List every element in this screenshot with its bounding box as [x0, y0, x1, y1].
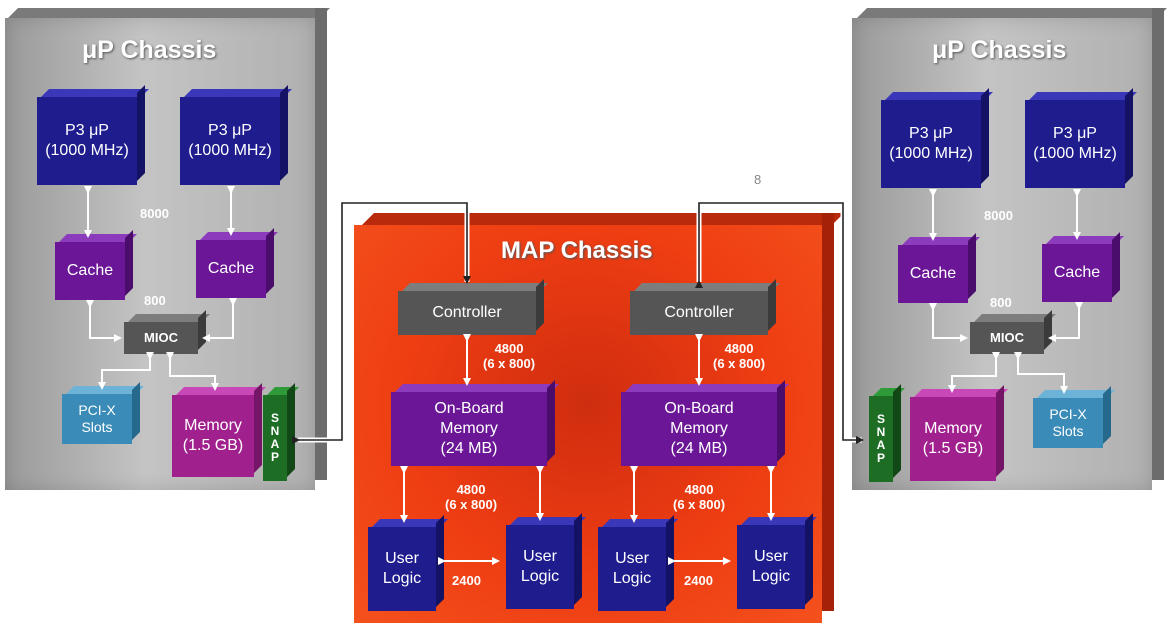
- processor-name: P3 μP: [909, 125, 953, 142]
- left-chassis-title: μP Chassis: [82, 36, 217, 64]
- bw-detail: (6 x 800): [445, 497, 498, 512]
- cable-right-casing: [696, 200, 862, 443]
- bw-value: 4800: [456, 482, 486, 497]
- right-chassis-title: μP Chassis: [932, 36, 1067, 64]
- left-pcix-slots: PCI-X Slots: [62, 394, 132, 444]
- slots-label: Slots: [1052, 423, 1084, 439]
- map-left-bw-logic: 2400: [452, 573, 481, 588]
- logic-line-1: User: [523, 548, 557, 565]
- bw-detail: (6 x 800): [483, 356, 536, 371]
- arrow-right-cache2-mioc: [1048, 302, 1083, 342]
- map-left-user-logic-1: User Logic: [368, 527, 436, 611]
- slots-label: Slots: [81, 419, 113, 435]
- cable-right-controller-snap: [695, 202, 864, 444]
- map-right-user-logic-2: User Logic: [737, 525, 805, 609]
- right-pcix-slots: PCI-X Slots: [1033, 398, 1103, 448]
- cache-label: Cache: [1053, 264, 1101, 281]
- memory-label: Memory: [924, 420, 982, 437]
- pcix-label: PCI-X: [78, 402, 116, 418]
- right-chassis-side: [1152, 8, 1164, 480]
- right-bw-cache-mioc: 800: [990, 295, 1012, 310]
- stray-label: 8: [754, 172, 762, 187]
- memory-size: (24 MB): [440, 440, 498, 457]
- processor-speed: (1000 MHz): [889, 145, 973, 162]
- logic-line-2: Logic: [520, 568, 560, 585]
- left-bw-proc-cache: 8000: [140, 206, 169, 221]
- memory-size: (1.5 GB): [922, 440, 984, 457]
- arrow-left-cache1-mioc: [86, 300, 122, 342]
- left-mioc: MIOC: [124, 322, 198, 354]
- cable-left-snap-controller: [292, 202, 471, 444]
- map-left-user-logic-2: User Logic: [506, 525, 574, 609]
- arrow-right-mioc-memory: [948, 352, 1000, 393]
- logic-line-1: User: [385, 550, 419, 567]
- left-memory: Memory (1.5 GB): [172, 395, 254, 477]
- map-left-bw-mem-logic: 4800 (6 x 800): [445, 482, 497, 512]
- left-cache-1: Cache: [55, 242, 125, 300]
- snap-label: SNAP: [270, 411, 280, 464]
- bw-value: 4800: [684, 482, 714, 497]
- logic-line-1: User: [615, 550, 649, 567]
- logic-line-2: Logic: [382, 570, 422, 587]
- processor-name: P3 μP: [1053, 125, 1097, 142]
- processor-speed: (1000 MHz): [45, 142, 129, 159]
- map-chassis-title: MAP Chassis: [501, 237, 653, 264]
- left-processor-2: P3 μP (1000 MHz): [180, 97, 280, 185]
- mioc-label: MIOC: [144, 330, 178, 345]
- map-right-user-logic-1: User Logic: [598, 527, 666, 611]
- right-processor-1: P3 μP (1000 MHz): [881, 100, 981, 188]
- right-memory: Memory (1.5 GB): [910, 397, 996, 481]
- arrow-left-mioc-pcix: [98, 352, 154, 390]
- right-snap: SNAP: [869, 396, 893, 482]
- cache-label: Cache: [66, 262, 114, 279]
- map-right-bw-mem-logic: 4800 (6 x 800): [673, 482, 725, 512]
- memory-size: (24 MB): [670, 440, 728, 457]
- processor-name: P3 μP: [65, 122, 109, 139]
- memory-size: (1.5 GB): [182, 437, 244, 454]
- left-bw-cache-mioc: 800: [144, 293, 166, 308]
- right-processor-2: P3 μP (1000 MHz): [1025, 100, 1125, 188]
- right-bw-proc-cache: 8000: [984, 208, 1013, 223]
- memory-label: Memory: [184, 417, 242, 434]
- map-right-bw-logic: 2400: [684, 573, 713, 588]
- map-left-bw-ctrl-mem: 4800 (6 x 800): [483, 341, 535, 371]
- mioc-label: MIOC: [990, 330, 1024, 345]
- processor-speed: (1000 MHz): [1033, 145, 1117, 162]
- arrow-left-cache2-mioc: [202, 298, 237, 342]
- left-processor-1: P3 μP (1000 MHz): [37, 97, 137, 185]
- logic-line-2: Logic: [751, 568, 791, 585]
- bw-value: 4800: [494, 341, 524, 356]
- logic-line-2: Logic: [612, 570, 652, 587]
- cache-label: Cache: [207, 260, 255, 277]
- right-cache-2: Cache: [1042, 244, 1112, 302]
- right-cache-1: Cache: [898, 245, 968, 303]
- logic-line-1: User: [754, 548, 788, 565]
- cache-label: Cache: [909, 265, 957, 282]
- pcix-label: PCI-X: [1049, 406, 1087, 422]
- left-snap: SNAP: [263, 395, 287, 481]
- right-mioc: MIOC: [970, 322, 1044, 354]
- arrow-right-cache1-mioc: [929, 303, 968, 342]
- bw-detail: (6 x 800): [673, 497, 726, 512]
- processor-name: P3 μP: [208, 122, 252, 139]
- left-cache-2: Cache: [196, 240, 266, 298]
- arrow-right-mioc-pcix: [1014, 352, 1068, 394]
- cable-left-casing: [298, 200, 470, 443]
- processor-speed: (1000 MHz): [188, 142, 272, 159]
- arrow-left-mioc-memory: [166, 352, 219, 391]
- snap-label: SNAP: [876, 412, 886, 465]
